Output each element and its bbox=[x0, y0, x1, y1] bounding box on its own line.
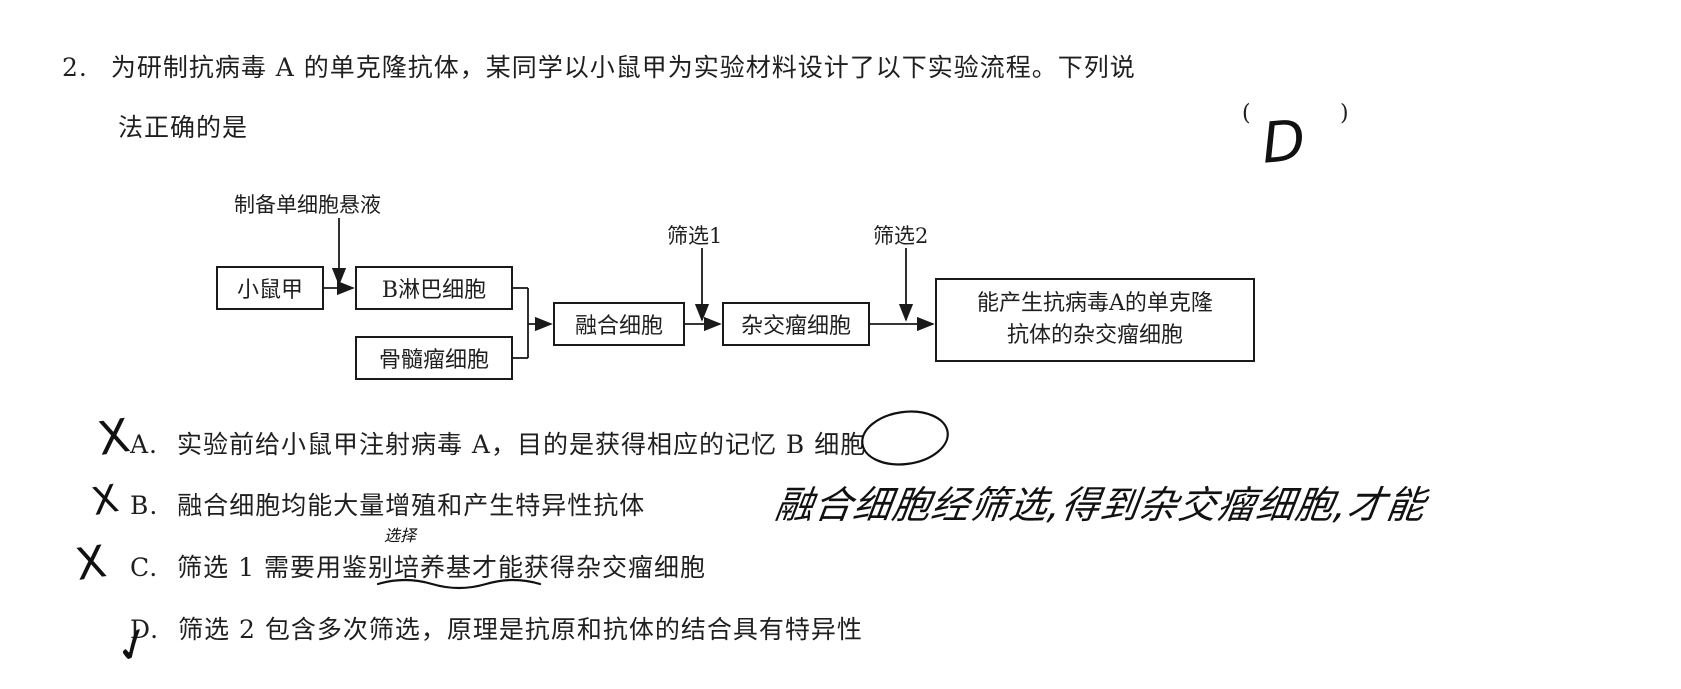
option-c-label: C. bbox=[130, 553, 159, 582]
option-c-text: 筛选 1 需要用鉴别培养基才能获得杂交瘤细胞 bbox=[177, 553, 706, 582]
answer-bracket-close: ) bbox=[1340, 101, 1350, 126]
question-line-1: 2. 为研制抗病毒 A 的单克隆抗体，某同学以小鼠甲为实验材料设计了以下实验流程… bbox=[62, 48, 1136, 84]
box-myeloma: 骨髓瘤细胞 bbox=[355, 336, 513, 380]
box-hybridoma: 杂交瘤细胞 bbox=[722, 302, 870, 346]
underline-identification-medium bbox=[376, 578, 542, 590]
final-box-line-2: 抗体的杂交瘤细胞 bbox=[1006, 323, 1183, 348]
label-prepare-suspension: 制备单细胞悬液 bbox=[234, 193, 381, 217]
question-stem-1: 为研制抗病毒 A 的单克隆抗体，某同学以小鼠甲为实验材料设计了以下实验流程。下列… bbox=[110, 53, 1136, 82]
option-a-label: A. bbox=[130, 430, 159, 459]
question-line-2: 法正确的是 bbox=[118, 113, 249, 142]
handwritten-note-c: 选择 bbox=[384, 526, 417, 545]
option-c: C. 筛选 1 需要用鉴别培养基才能获得杂交瘤细胞 bbox=[130, 548, 706, 584]
final-box-line-1: 能产生抗病毒A的单克隆 bbox=[977, 291, 1213, 316]
circle-memory-mark bbox=[861, 410, 949, 466]
label-screening-2: 筛选2 bbox=[873, 224, 929, 248]
answer-bracket-open: ( bbox=[1242, 101, 1252, 126]
option-d-text: 筛选 2 包含多次筛选，原理是抗原和抗体的结合具有特异性 bbox=[178, 615, 863, 644]
option-d-label: D. bbox=[130, 615, 160, 644]
option-a-text: 实验前给小鼠甲注射病毒 A，目的是获得相应的记忆 B 细胞 bbox=[176, 430, 867, 459]
option-b: B. 融合细胞均能大量增殖和产生特异性抗体 bbox=[130, 486, 645, 522]
option-d: D. 筛选 2 包含多次筛选，原理是抗原和抗体的结合具有特异性 bbox=[130, 610, 863, 646]
option-b-text: 融合细胞均能大量增殖和产生特异性抗体 bbox=[177, 491, 646, 520]
box-final-hybridoma: 能产生抗病毒A的单克隆 抗体的杂交瘤细胞 bbox=[935, 278, 1255, 362]
option-b-label: B. bbox=[130, 491, 159, 520]
label-screening-1: 筛选1 bbox=[667, 224, 723, 248]
question-number: 2. bbox=[62, 53, 88, 82]
box-mouse: 小鼠甲 bbox=[216, 266, 324, 310]
box-fused-cell: 融合细胞 bbox=[553, 302, 685, 346]
box-b-lymphocyte: B淋巴细胞 bbox=[355, 266, 513, 310]
option-a: A. 实验前给小鼠甲注射病毒 A，目的是获得相应的记忆 B 细胞 bbox=[130, 425, 866, 461]
